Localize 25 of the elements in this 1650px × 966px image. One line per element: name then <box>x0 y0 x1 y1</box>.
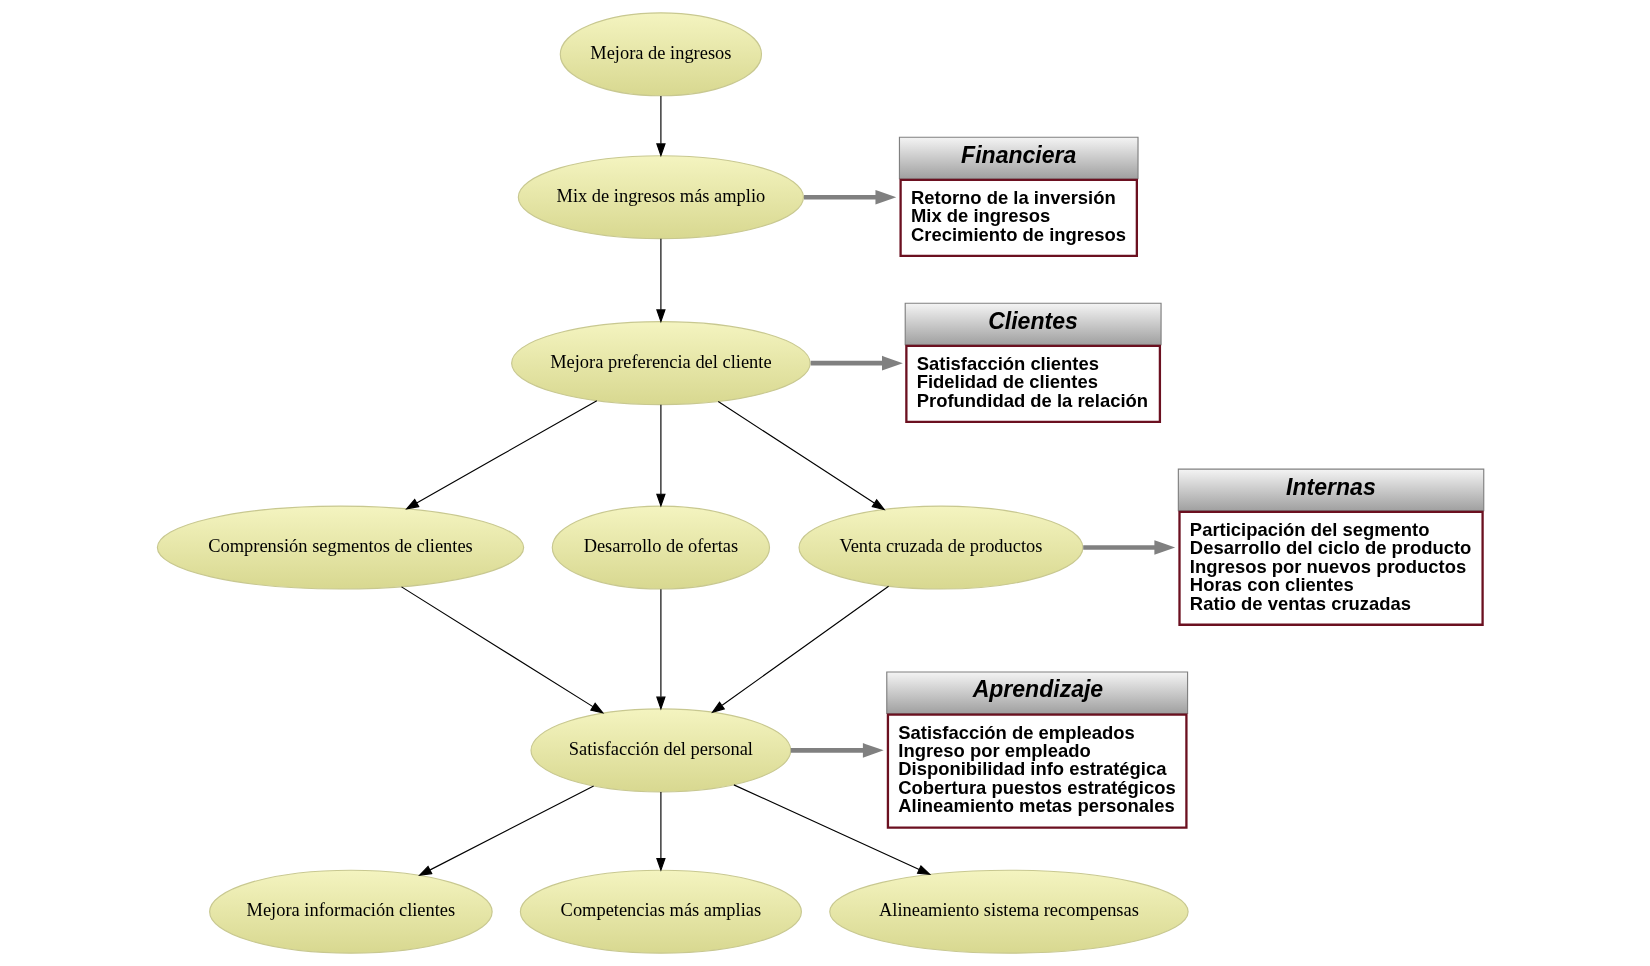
node-ellipse: Mix de ingresos más amplio <box>517 155 805 240</box>
arrow <box>656 95 666 158</box>
arrow <box>418 785 595 877</box>
arrow <box>400 586 605 714</box>
node-ellipse: Competencias más amplias <box>519 869 802 954</box>
arrow <box>733 784 932 876</box>
arrow <box>405 400 598 510</box>
arrow <box>656 238 666 324</box>
node-ellipse: Desarrollo de ofertas <box>551 505 771 590</box>
arrow <box>656 588 666 711</box>
arrow <box>656 791 666 872</box>
arrow <box>810 355 903 371</box>
arrow <box>803 189 897 205</box>
arrow <box>656 404 666 508</box>
node-ellipse: Comprensión segmentos de clientes <box>156 505 525 590</box>
arrow <box>1083 540 1176 555</box>
node-ellipse: Mejora preferencia del cliente <box>511 321 811 406</box>
arrow <box>790 743 884 758</box>
node-ellipse: Alineamiento sistema recompensas <box>829 869 1189 954</box>
node-ellipse: Satisfacción del personal <box>530 708 792 793</box>
arrow <box>711 585 890 714</box>
node-ellipse: Venta cruzada de productos <box>798 505 1084 590</box>
node-ellipse: Mejora de ingresos <box>559 12 763 97</box>
arrow <box>717 401 886 511</box>
node-ellipse: Mejora información clientes <box>209 869 493 954</box>
